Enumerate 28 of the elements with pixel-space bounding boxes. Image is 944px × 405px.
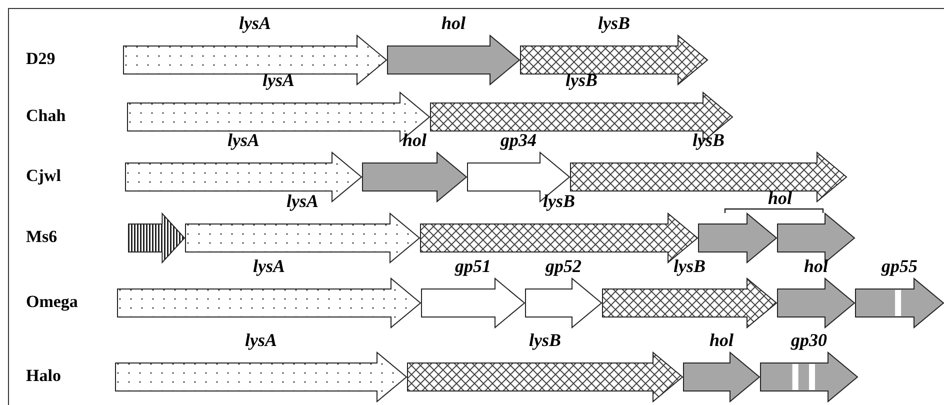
phage-name: Chah (26, 106, 66, 126)
gene-name: lysB (564, 70, 598, 90)
gene-name: hol (802, 256, 829, 276)
phage-name: Halo (26, 366, 61, 386)
gene-name: lysB (691, 130, 726, 150)
gene-name: lysA (244, 330, 278, 350)
gene-name: lysB (596, 13, 631, 33)
gene-name: lysA (261, 70, 296, 90)
phage-name: D29 (26, 49, 56, 69)
gene-name: lysB (528, 330, 562, 350)
gene-name: lysB (672, 256, 706, 276)
gene-name: lysA (252, 256, 286, 276)
gene-name: lysB (542, 191, 576, 211)
gene-name: lysA (238, 13, 272, 33)
gene-name: gp51 (454, 256, 492, 276)
gene-name: hol (440, 13, 466, 33)
gene-name: hol (708, 330, 734, 350)
gene-name: lysA (226, 130, 260, 150)
gene-name: gp52 (544, 256, 582, 276)
gene-name: hol (768, 188, 792, 209)
phage-name: Cjwl (26, 166, 61, 186)
gene-name: lysA (285, 191, 320, 211)
gene-name: gp30 (790, 330, 828, 350)
gene-name: gp55 (880, 256, 918, 276)
phage-name: Ms6 (26, 227, 58, 247)
gene-name: gp34 (499, 130, 538, 150)
phage-name: Omega (26, 292, 78, 312)
gene-name: hol (401, 130, 428, 150)
